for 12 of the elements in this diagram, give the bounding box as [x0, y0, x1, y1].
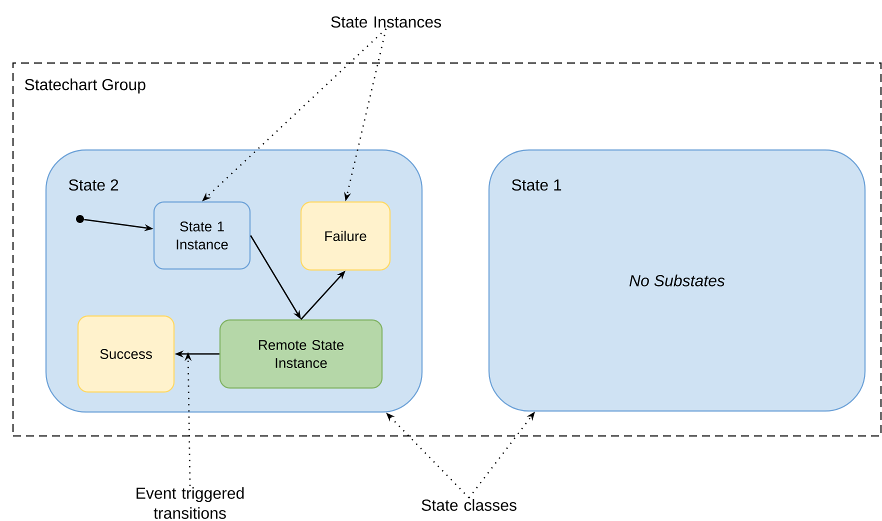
state-box: Success	[77, 315, 175, 393]
callout-label: State Instances	[331, 16, 441, 28]
initial-dot	[76, 214, 84, 223]
state-note: No Substates	[629, 274, 725, 286]
callout-label: Event triggered transitions	[136, 487, 244, 519]
state-box: Remote State Instance	[219, 319, 383, 389]
state-title: Statechart Group	[24, 78, 146, 94]
state-box: Failure	[300, 201, 391, 271]
state-box: State 1 Instance	[153, 201, 251, 270]
state-title: State 2	[68, 179, 118, 191]
callout-label: State classes	[422, 499, 516, 511]
state-title: State 1	[512, 179, 562, 191]
